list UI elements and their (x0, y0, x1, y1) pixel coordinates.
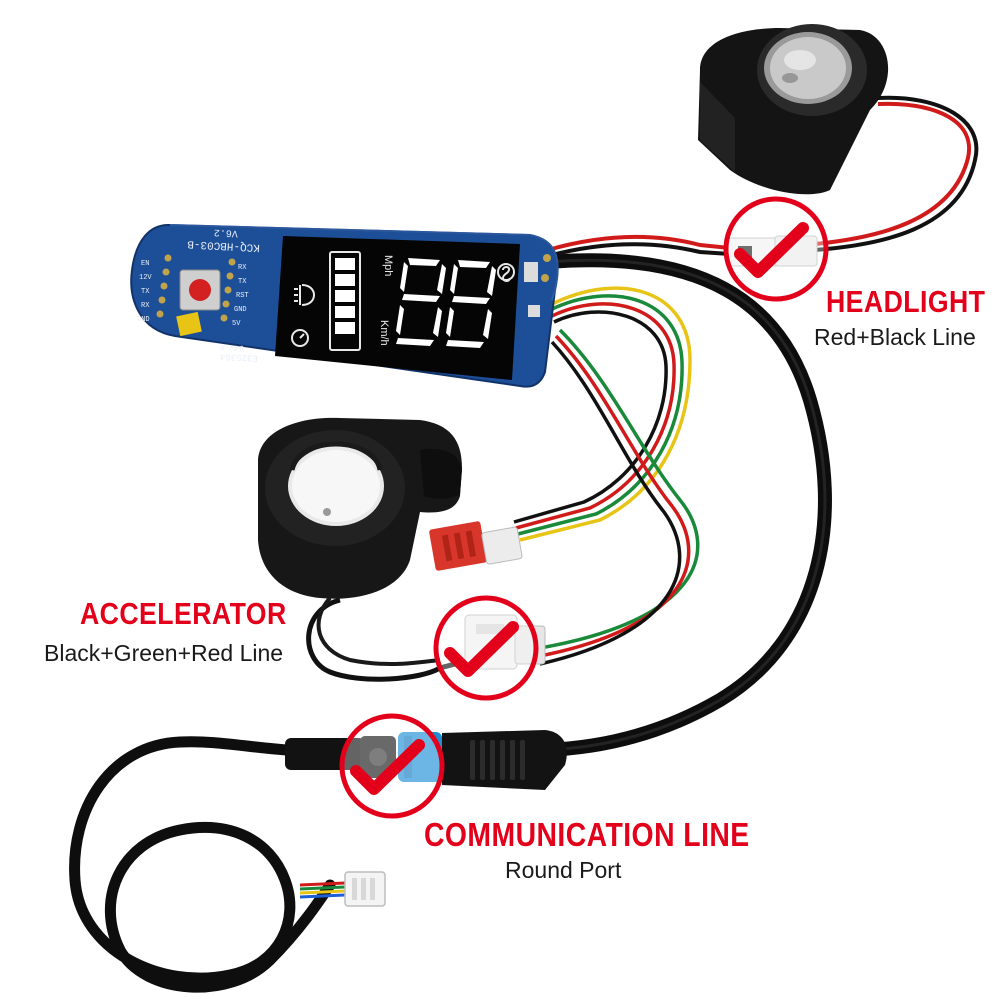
accelerator-label-subtitle: Black+Green+Red Line (44, 640, 284, 666)
headlight-label-title: HEADLIGHT (826, 284, 986, 319)
accelerator-label-title: ACCELERATOR (80, 596, 287, 631)
svg-text:TX: TX (238, 278, 247, 286)
power-icon (497, 263, 515, 282)
headlight-wire (547, 95, 979, 258)
svg-text:RX: RX (141, 302, 150, 310)
battery-icon (329, 251, 361, 351)
svg-text:EN: EN (141, 260, 149, 268)
accelerator-throttle (258, 417, 462, 599)
headlight-checkmark-badge (723, 196, 829, 302)
round-port-connector (285, 730, 567, 790)
communication-cable-coil (69, 736, 346, 993)
timer-icon (291, 329, 309, 347)
throttle-cable (306, 596, 471, 682)
svg-text:RST: RST (236, 292, 249, 300)
lcd-display: Mph Km/h (275, 236, 520, 380)
speed-unit-kmh: Km/h (378, 320, 390, 346)
red-connector (429, 521, 523, 571)
board-version-text: V6.2 (214, 226, 239, 238)
svg-text:TX: TX (141, 288, 150, 296)
speed-digits (396, 258, 496, 348)
headlight-label-subtitle: Red+Black Line (814, 324, 976, 350)
accelerator-wire-bundle (513, 286, 692, 542)
board-rating-text: 94V-0 (220, 342, 245, 352)
svg-text:GND: GND (137, 316, 150, 324)
communication-checkmark-badge (339, 713, 445, 819)
communication-label-title: COMMUNICATION LINE (424, 816, 750, 853)
board-serial-text: E325364 (220, 351, 258, 363)
communication-label-subtitle: Round Port (505, 857, 622, 883)
svg-text:12V: 12V (139, 274, 152, 282)
jst-connector-end (344, 871, 386, 907)
speed-unit-mph: Mph (382, 255, 394, 276)
board-pin-labels-left: EN 12V TX RX GND (137, 260, 152, 324)
communication-cable-end-wires (299, 881, 346, 899)
headlight-unit (698, 24, 889, 195)
svg-text:5V: 5V (232, 320, 241, 328)
headlight-icon (294, 284, 315, 306)
board-pin-labels-right: RX TX RST GND 5V (232, 264, 249, 328)
board-model-text: KCQ-HBC03-B (187, 237, 261, 253)
accelerator-checkmark-badge (433, 595, 539, 701)
checkmark-icon (350, 739, 425, 795)
checkmark-icon (734, 222, 809, 278)
svg-text:GND: GND (234, 306, 247, 314)
svg-text:RX: RX (238, 264, 247, 272)
accelerator-signal-wires (539, 328, 700, 666)
dashboard-board: KCQ-HBC03-B V6.2 E325364 94V-0 EN 12V TX… (130, 223, 559, 388)
main-black-cable (538, 253, 832, 757)
checkmark-icon (444, 621, 519, 677)
